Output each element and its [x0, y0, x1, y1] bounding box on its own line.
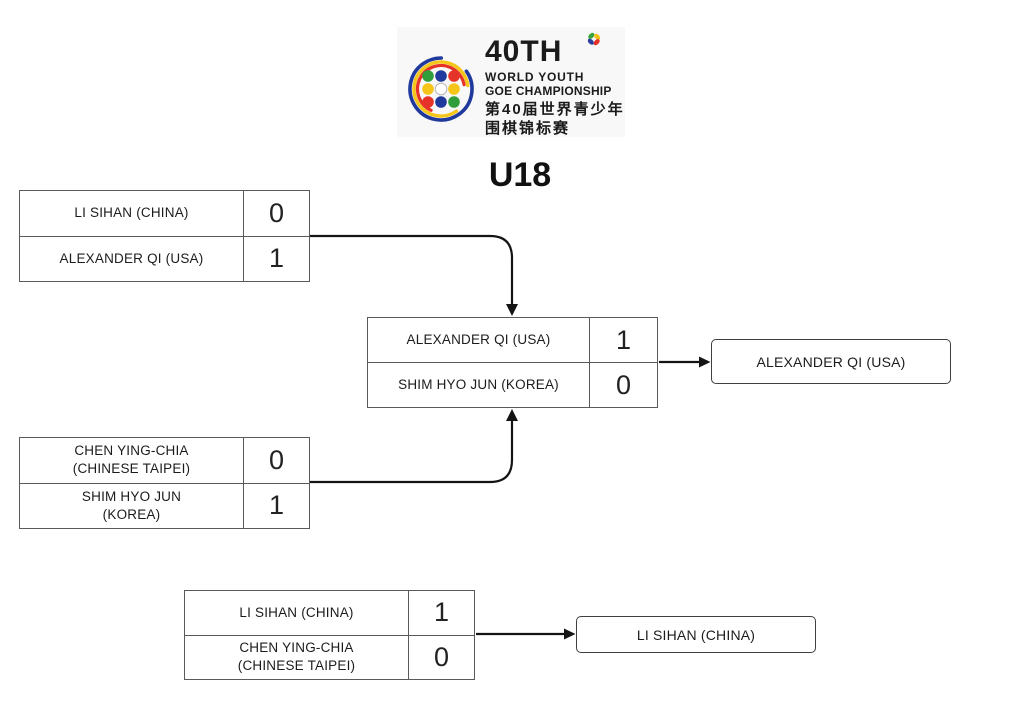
match-row: ALEXANDER QI (USA) 1	[368, 318, 657, 362]
logo-title-chinese-line1: 第40届世界青少年	[485, 101, 625, 118]
player-score: 1	[615, 324, 632, 355]
connector-semifinal-top-to-final	[310, 234, 514, 304]
match-row: LI SIHAN (CHINA) 0	[20, 191, 309, 236]
player-name: CHEN YING-CHIA (CHINESE TAIPEI)	[185, 635, 409, 679]
championship-emblem-icon	[408, 56, 474, 122]
arrowhead-right-icon	[699, 356, 711, 368]
page-title: U18	[488, 156, 552, 194]
match-row: CHEN YING-CHIA (CHINESE TAIPEI) 0	[20, 438, 309, 483]
player-score: 1	[268, 490, 285, 521]
player-score: 1	[433, 597, 450, 628]
third-place-winner-box: LI SIHAN (CHINA)	[576, 616, 816, 653]
player-name: SHIM HYO JUN (KOREA)	[368, 363, 590, 407]
player-name: ALEXANDER QI (USA)	[20, 236, 244, 281]
match-box-semifinal-bottom: CHEN YING-CHIA (CHINESE TAIPEI) 0 SHIM H…	[19, 437, 310, 529]
player-name: LI SIHAN (CHINA)	[185, 591, 409, 635]
match-row: LI SIHAN (CHINA) 1	[185, 591, 474, 635]
logo-title-goe-championship: GOE CHAMPIONSHIP	[485, 84, 612, 98]
logo-title-chinese-line2: 围棋锦标赛	[485, 120, 571, 137]
player-score: 1	[268, 243, 285, 274]
match-box-final: ALEXANDER QI (USA) 1 SHIM HYO JUN (KOREA…	[367, 317, 658, 408]
connector-semifinal-bottom-to-final	[310, 421, 514, 484]
pinwheel-icon	[587, 32, 601, 46]
player-score: 0	[268, 197, 285, 228]
match-row: SHIM HYO JUN (KOREA) 0	[368, 362, 657, 407]
championship-logo-text: 40TH WORLD YOUTH GOE CHAMPIONSHIP 第40届世界…	[485, 35, 625, 137]
match-box-third-place: LI SIHAN (CHINA) 1 CHEN YING-CHIA (CHINE…	[184, 590, 475, 680]
logo-title-world-youth: WORLD YOUTH	[485, 70, 585, 84]
player-name: ALEXANDER QI (USA)	[368, 318, 590, 362]
player-score: 0	[433, 641, 450, 672]
champion-box: ALEXANDER QI (USA)	[711, 339, 951, 384]
match-row: ALEXANDER QI (USA) 1	[20, 235, 309, 281]
arrowhead-down-icon	[506, 304, 518, 316]
match-row: SHIM HYO JUN (KOREA) 1	[20, 482, 309, 528]
match-box-semifinal-top: LI SIHAN (CHINA) 0 ALEXANDER QI (USA) 1	[19, 190, 310, 282]
arrowhead-right-icon	[564, 628, 576, 640]
championship-logo: 40TH WORLD YOUTH GOE CHAMPIONSHIP 第40届世界…	[397, 27, 625, 137]
player-name: CHEN YING-CHIA (CHINESE TAIPEI)	[20, 438, 244, 483]
player-score: 0	[268, 444, 285, 475]
arrowhead-up-icon	[506, 409, 518, 421]
logo-title-40th: 40TH	[485, 35, 563, 68]
player-score: 0	[615, 369, 632, 400]
player-name: SHIM HYO JUN (KOREA)	[20, 483, 244, 528]
match-row: CHEN YING-CHIA (CHINESE TAIPEI) 0	[185, 634, 474, 679]
player-name: LI SIHAN (CHINA)	[20, 191, 244, 236]
